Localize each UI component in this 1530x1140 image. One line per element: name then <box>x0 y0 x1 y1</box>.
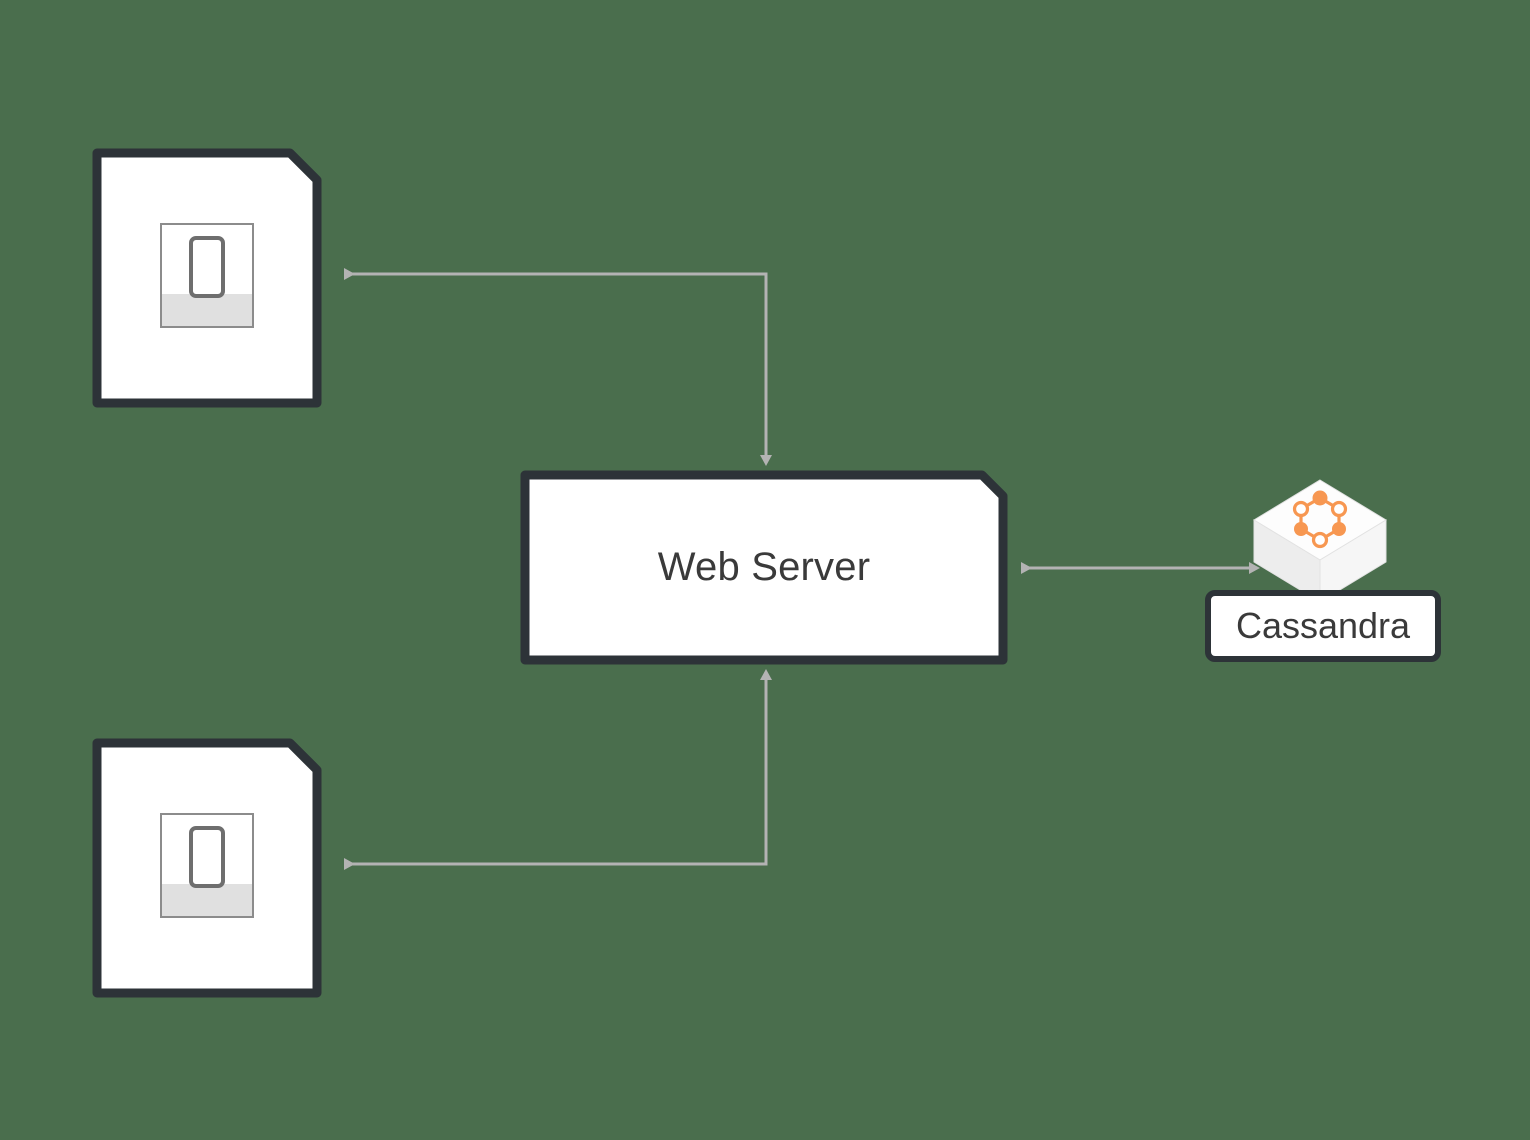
mobile-client-node-top[interactable] <box>92 143 322 413</box>
web-server-label: Web Server <box>657 545 871 589</box>
edge-server-to-client-bottom <box>344 669 772 870</box>
cassandra-label: Cassandra <box>1235 605 1411 646</box>
web-server-node[interactable]: Web Server <box>520 470 1008 665</box>
phone-glyph-icon <box>189 826 225 888</box>
edge-server-to-client-top <box>344 268 772 466</box>
phone-glyph-icon <box>189 236 225 298</box>
cassandra-label-box[interactable]: Cassandra <box>1205 590 1441 662</box>
device-icon-strip <box>162 884 252 916</box>
mobile-device-icon <box>160 813 254 918</box>
web-server-shape <box>520 470 1008 665</box>
device-icon-strip <box>162 294 252 326</box>
mobile-client-node-bottom[interactable] <box>92 733 322 1003</box>
cassandra-node[interactable]: Cassandra <box>1200 470 1445 670</box>
database-cube-icon <box>1253 479 1387 603</box>
mobile-device-icon <box>160 223 254 328</box>
cassandra-logo-icon <box>1292 490 1348 549</box>
